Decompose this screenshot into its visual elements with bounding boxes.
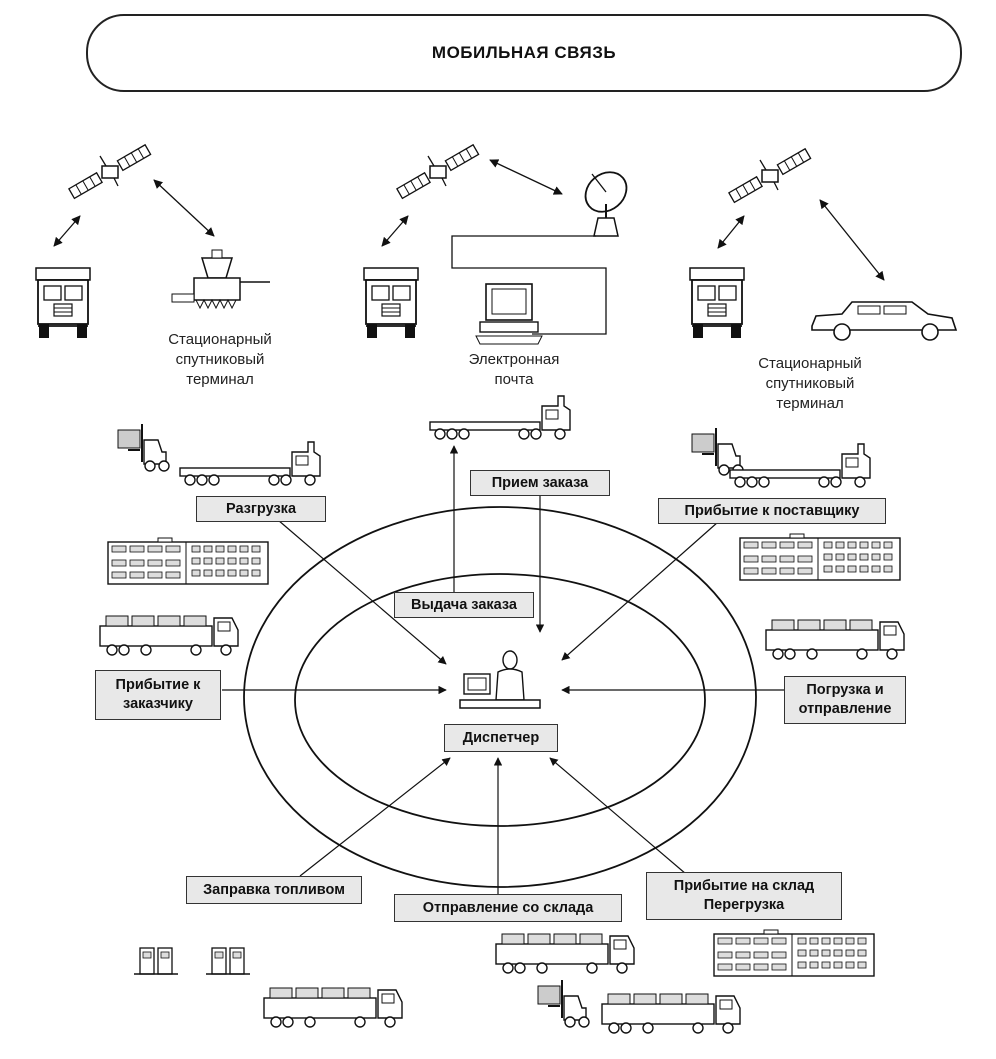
- truck-front-icon: [363, 267, 419, 339]
- label-arrival-supplier: Прибытие к поставщику: [658, 498, 886, 524]
- truck-icon: [495, 933, 635, 974]
- truck-icon: [601, 993, 741, 1034]
- satellite-icon: [396, 144, 480, 200]
- car-icon: [811, 301, 958, 341]
- label-arrival-customer: Прибытие к заказчику: [95, 670, 221, 720]
- caption-stationary-terminal-left: Стационарный спутниковый терминал: [168, 331, 272, 388]
- satellite-icon: [728, 148, 812, 204]
- truck-front-icon: [689, 267, 745, 339]
- building-icon: [739, 533, 901, 581]
- truck-icon: [729, 443, 871, 488]
- truck-icon: [263, 987, 403, 1028]
- forklift-icon: [117, 423, 170, 472]
- fuel-pump-icon: [133, 947, 179, 975]
- forklift-icon: [691, 427, 744, 476]
- caption-stationary-terminal-right: Стационарный спутниковый терминал: [758, 355, 862, 412]
- satellite-dish-icon: [584, 171, 628, 237]
- label-warehouse-departure: Отправление со склада: [394, 894, 622, 922]
- satellite-icon: [68, 144, 152, 200]
- label-unloading: Разгрузка: [196, 496, 326, 522]
- page-title: МОБИЛЬНАЯ СВЯЗЬ: [86, 14, 962, 92]
- label-refueling: Заправка топливом: [186, 876, 362, 904]
- forklift-icon: [537, 979, 590, 1028]
- building-icon: [107, 537, 269, 585]
- building-icon: [713, 929, 875, 977]
- satellite-terminal-icon: [171, 249, 270, 310]
- page-title-text: МОБИЛЬНАЯ СВЯЗЬ: [431, 43, 617, 62]
- caption-email: Электронная почта: [468, 351, 560, 388]
- truck-front-icon: [35, 267, 91, 339]
- truck-icon: [429, 395, 571, 440]
- computer-icon: [475, 283, 543, 345]
- fuel-pump-icon: [205, 947, 251, 975]
- label-order-receipt: Прием заказа: [470, 470, 610, 496]
- label-dispatcher: Диспетчер: [444, 724, 558, 752]
- truck-icon: [179, 441, 321, 486]
- truck-icon: [99, 615, 239, 656]
- label-order-issue: Выдача заказа: [394, 592, 534, 618]
- label-loading-dispatch: Погрузка и отправление: [784, 676, 906, 724]
- label-warehouse-arrival: Прибытие на склад Перегрузка: [646, 872, 842, 920]
- truck-icon: [765, 619, 905, 660]
- dispatcher-icon: [459, 650, 541, 709]
